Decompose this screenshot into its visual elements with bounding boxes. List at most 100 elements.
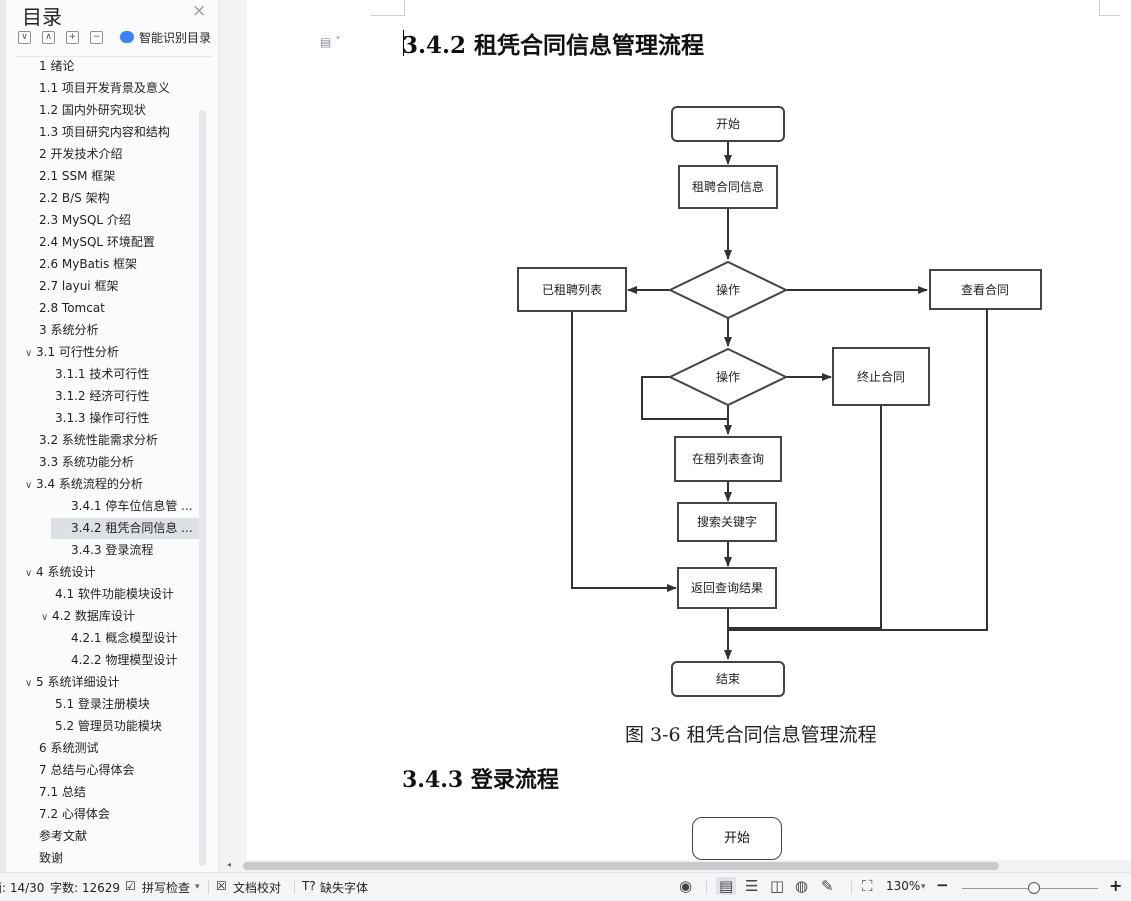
toc-item[interactable]: 2.2 B/S 架构 — [39, 188, 110, 209]
toc-item[interactable]: 2.4 MySQL 环境配置 — [39, 232, 155, 253]
chevron-down-icon[interactable]: ∨ — [25, 348, 33, 359]
toc-title: 目录 — [22, 5, 62, 29]
toc-item-label: 7.2 心得体会 — [39, 807, 110, 821]
close-icon[interactable]: × — [192, 1, 207, 21]
toc-item-label: 3.4.1 停车位信息管 ... — [71, 499, 193, 513]
missing-font-icon[interactable]: T? — [302, 879, 316, 893]
flow-label-rent-info: 租聘合同信息 — [692, 179, 764, 194]
chevron-down-icon[interactable]: ∨ — [25, 678, 33, 689]
toc-item[interactable]: 2.6 MyBatis 框架 — [39, 254, 137, 275]
chevron-down-icon[interactable]: ▾ — [921, 882, 926, 892]
web-view-icon[interactable]: ◍ — [795, 877, 809, 895]
chevron-down-icon[interactable]: ∨ — [41, 612, 49, 623]
flow-node-end — [671, 661, 785, 697]
chevron-down-icon[interactable]: ∨ — [25, 480, 33, 491]
toc-item-label: 3.1.2 经济可行性 — [55, 389, 150, 403]
toc-item-label: 3.1.3 操作可行性 — [55, 411, 150, 425]
toc-item-label: 2.2 B/S 架构 — [39, 191, 110, 205]
pen-icon[interactable]: ✎ — [821, 877, 834, 895]
expand-all-icon[interactable]: ∨ — [18, 31, 31, 44]
word-count[interactable]: 字数: 12629 — [50, 881, 121, 895]
flow-label-op1: 操作 — [716, 282, 740, 297]
toc-item[interactable]: ∨3.4 系统流程的分析 — [25, 474, 143, 495]
toc-item[interactable]: 3.3 系统功能分析 — [39, 452, 134, 473]
toc-item-label: 1.2 国内外研究现状 — [39, 103, 146, 117]
toc-item[interactable]: 7.2 心得体会 — [39, 804, 110, 825]
toc-item[interactable]: 1.2 国内外研究现状 — [39, 100, 146, 121]
toc-item[interactable]: 1.1 项目开发背景及意义 — [39, 78, 170, 99]
flowchart-diagram: 开始 租聘合同信息 操作 已租聘列表 查看合同 操作 终止合同 在租列表查询 搜… — [517, 106, 1042, 697]
flow-label-rented-list: 已租聘列表 — [542, 283, 602, 297]
toc-item[interactable]: 致谢 — [39, 848, 63, 869]
flow-label-view-contract: 查看合同 — [961, 282, 1009, 297]
scrollbar-thumb[interactable] — [243, 862, 999, 870]
toc-item[interactable]: 6 系统测试 — [39, 738, 98, 759]
eye-protection-icon[interactable]: ◉ — [679, 877, 693, 895]
flow-label-op2: 操作 — [716, 369, 740, 384]
toc-item[interactable]: 2.1 SSM 框架 — [39, 166, 115, 187]
toc-item-label: 2.1 SSM 框架 — [39, 169, 116, 183]
toc-item[interactable]: 3.4.2 租凭合同信息 ... — [51, 518, 199, 539]
doc-proof-button[interactable]: 文档校对 — [233, 881, 282, 895]
toc-item[interactable]: 3.2 系统性能需求分析 — [39, 430, 158, 451]
page-view-icon[interactable]: ▤ — [716, 877, 737, 895]
toc-item[interactable]: 5.2 管理员功能模块 — [55, 716, 162, 737]
toc-item[interactable]: 4.2.1 概念模型设计 — [71, 628, 177, 649]
chevron-down-icon[interactable]: ▾ — [195, 882, 200, 892]
toc-item[interactable]: 2.3 MySQL 介绍 — [39, 210, 131, 231]
toc-item[interactable]: 1.3 项目研究内容和结构 — [39, 122, 170, 143]
toc-item[interactable]: 4.2.2 物理模型设计 — [71, 650, 177, 671]
chevron-down-icon[interactable]: ∨ — [25, 568, 33, 579]
add-heading-icon[interactable]: + — [66, 31, 79, 44]
toc-item[interactable]: 4.1 软件功能模块设计 — [55, 584, 174, 605]
toc-item[interactable]: ∨5 系统详细设计 — [25, 672, 119, 693]
smart-recognize-toc-button[interactable]: 智能识别目录 — [139, 31, 212, 45]
read-mode-icon[interactable]: ◫ — [770, 877, 785, 895]
missing-font-button[interactable]: 缺失字体 — [320, 881, 369, 895]
document-canvas[interactable]: ▤ ˅ 3.4.2 租凭合同信息管理流程 — [219, 0, 1131, 872]
toc-item[interactable]: 3.1.3 操作可行性 — [55, 408, 149, 429]
toc-item[interactable]: 3.4.3 登录流程 — [71, 540, 153, 561]
horizontal-scrollbar[interactable]: ◂ — [219, 860, 1131, 872]
toc-item[interactable]: ∨4 系统设计 — [25, 562, 95, 583]
doc-proof-icon[interactable]: ☒ — [216, 879, 227, 893]
paragraph-menu-icon[interactable]: ▤ ˅ — [320, 35, 342, 49]
scroll-left-icon[interactable]: ◂ — [227, 860, 232, 869]
spell-check-button[interactable]: 拼写检查 — [142, 881, 191, 895]
login-flow-start-node: 开始 — [692, 817, 782, 860]
collapse-all-icon[interactable]: ∧ — [42, 31, 55, 44]
zoom-level[interactable]: 130% — [886, 879, 921, 893]
zoom-in-button[interactable]: + — [1109, 876, 1123, 895]
toc-item[interactable]: 参考文献 — [39, 826, 87, 847]
fit-page-icon[interactable]: ⛶ — [862, 877, 873, 895]
toc-item-label: 3.4.3 登录流程 — [71, 543, 154, 557]
flow-label-search-keyword: 搜索关键字 — [697, 514, 757, 529]
toc-item[interactable]: 3 系统分析 — [39, 320, 98, 341]
toc-item[interactable]: 2 开发技术介绍 — [39, 144, 122, 165]
smart-recognize-icon[interactable] — [120, 31, 134, 43]
toc-scrollbar[interactable] — [199, 110, 206, 866]
toc-item[interactable]: 2.8 Tomcat — [39, 298, 105, 319]
toc-item[interactable]: 2.7 layui 框架 — [39, 276, 118, 297]
zoom-slider-handle[interactable] — [1028, 882, 1040, 894]
document-gutter — [219, 0, 247, 872]
zoom-out-button[interactable]: − — [936, 876, 949, 894]
toc-item[interactable]: 7.1 总结 — [39, 782, 86, 803]
toc-item[interactable]: 3.1.2 经济可行性 — [55, 386, 149, 407]
spell-check-icon[interactable]: ☑ — [125, 879, 136, 893]
toc-item[interactable]: ∨4.2 数据库设计 — [41, 606, 135, 627]
toc-item[interactable]: 7 总结与心得体会 — [39, 760, 134, 781]
toc-item[interactable]: 1 绪论 — [39, 56, 74, 77]
divider — [294, 881, 295, 894]
outline-view-icon[interactable]: ☰ — [745, 877, 759, 895]
flow-node-return-result — [677, 567, 777, 609]
text-cursor — [403, 30, 404, 56]
remove-heading-icon[interactable]: − — [90, 31, 103, 44]
page-indicator[interactable]: 页面: 14/30 — [0, 881, 45, 895]
divider — [851, 881, 852, 894]
toc-item[interactable]: 5.1 登录注册模块 — [55, 694, 150, 715]
toc-item[interactable]: 3.4.1 停车位信息管 ... — [71, 496, 193, 517]
toc-item[interactable]: ∨3.1 可行性分析 — [25, 342, 119, 363]
flow-label-query-list: 在租列表查询 — [692, 452, 764, 466]
toc-item[interactable]: 3.1.1 技术可行性 — [55, 364, 149, 385]
